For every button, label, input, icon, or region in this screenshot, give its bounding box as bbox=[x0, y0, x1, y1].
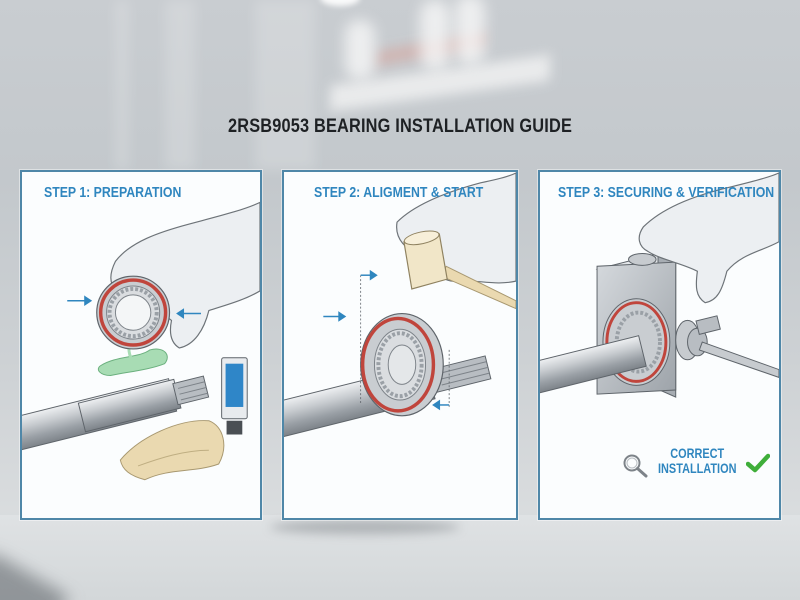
verification-text: CORRECT INSTALLATION bbox=[658, 446, 736, 476]
alignment-illustration bbox=[284, 172, 516, 440]
bearing-icon bbox=[360, 312, 444, 417]
tool-icon bbox=[698, 341, 779, 378]
checkmark-icon bbox=[746, 453, 770, 473]
background-column bbox=[115, 0, 129, 170]
cleaning-cloth-icon bbox=[119, 420, 225, 481]
background-bottle bbox=[420, 0, 450, 70]
gloved-hand-icon bbox=[638, 172, 779, 304]
securing-illustration bbox=[540, 172, 779, 398]
shaft-icon bbox=[540, 335, 647, 397]
shaft-icon bbox=[22, 375, 210, 454]
step-panel-1: STEP 1: PREPARATION bbox=[20, 170, 262, 520]
background-column bbox=[165, 0, 195, 170]
step-1-title: STEP 1: PREPARATION bbox=[44, 184, 182, 201]
step-3-title: STEP 3: SECURING & VERIFICATION bbox=[558, 184, 775, 201]
compression-arrows-icon bbox=[67, 295, 201, 319]
panel-shadow bbox=[270, 520, 460, 534]
step-panel-3: STEP 3: SECURING & VERIFICATION CORRECT … bbox=[538, 170, 781, 520]
background-column bbox=[255, 0, 315, 170]
magnifier-icon bbox=[623, 454, 648, 478]
preparation-illustration bbox=[22, 201, 260, 481]
correct-installation-badge: CORRECT INSTALLATION bbox=[622, 445, 772, 481]
step-panel-2: STEP 2: ALIGMENT & START bbox=[282, 170, 518, 520]
workbench bbox=[0, 515, 800, 600]
verification-line-1: CORRECT bbox=[670, 445, 725, 461]
grease-tube-icon bbox=[221, 357, 248, 435]
verification-line-2: INSTALLATION bbox=[658, 460, 737, 476]
background-bottle bbox=[345, 20, 375, 80]
alignment-guides-icon bbox=[360, 275, 450, 407]
direction-arrows-icon bbox=[323, 269, 450, 411]
background-bottle bbox=[455, 0, 485, 65]
guide-title: 2RSB9053 BEARING INSTALLATION GUIDE bbox=[227, 116, 573, 137]
background-lamp bbox=[320, 0, 360, 6]
rubber-mallet-icon bbox=[403, 230, 516, 310]
bearing-icon bbox=[96, 275, 171, 350]
step-2-title: STEP 2: ALIGMENT & START bbox=[314, 184, 484, 201]
grease-icon bbox=[97, 348, 168, 376]
lock-nut-icon bbox=[675, 315, 721, 361]
